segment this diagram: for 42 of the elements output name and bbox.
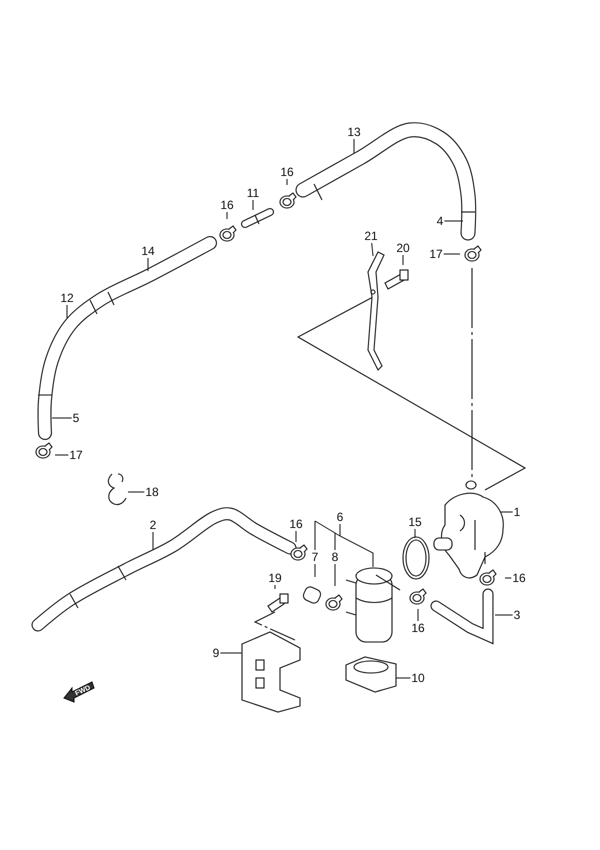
callout-number: 15 xyxy=(408,516,422,528)
callout-number: 7 xyxy=(312,551,318,563)
leader-line xyxy=(414,528,416,538)
callout-number: 13 xyxy=(347,126,361,138)
callout-number: 17 xyxy=(429,248,443,260)
leader-line xyxy=(226,212,228,220)
callout-number: 17 xyxy=(69,449,83,461)
leader-line xyxy=(371,242,374,256)
callout-number: 1 xyxy=(514,506,520,518)
callout-number: 21 xyxy=(364,230,378,242)
callout-number: 16 xyxy=(220,199,234,211)
leader-line xyxy=(152,532,154,550)
callout-number: 8 xyxy=(332,551,338,563)
leader-line xyxy=(494,614,514,616)
leader-line xyxy=(402,254,404,266)
callout-number: 2 xyxy=(150,519,156,531)
leader-line xyxy=(66,304,68,318)
callout-number: 6 xyxy=(336,511,344,523)
leader-line xyxy=(334,564,336,586)
leader-line xyxy=(314,564,316,578)
callout-number: 20 xyxy=(396,242,410,254)
callout-number: 18 xyxy=(145,486,159,498)
callout-number: 9 xyxy=(212,647,220,659)
callout-number: 4 xyxy=(436,215,444,227)
callout-number: 16 xyxy=(411,622,425,634)
leader-line xyxy=(444,220,464,222)
callout-number: 11 xyxy=(246,187,260,199)
callout-number: 10 xyxy=(411,672,425,684)
leader-line xyxy=(314,520,374,568)
callout-number: 16 xyxy=(289,518,303,530)
leader-line xyxy=(274,584,276,590)
callout-number: 19 xyxy=(268,572,282,584)
callout-number: 5 xyxy=(72,412,80,424)
leader-line xyxy=(252,200,254,210)
callout-number: 14 xyxy=(141,245,155,257)
leader-line xyxy=(286,178,288,186)
leader-line xyxy=(54,454,69,456)
callout-number: 12 xyxy=(60,292,74,304)
leader-line xyxy=(220,652,242,654)
callout-number: 3 xyxy=(514,609,520,621)
callout-number: 16 xyxy=(280,166,294,178)
callout-number: 16 xyxy=(512,572,526,584)
